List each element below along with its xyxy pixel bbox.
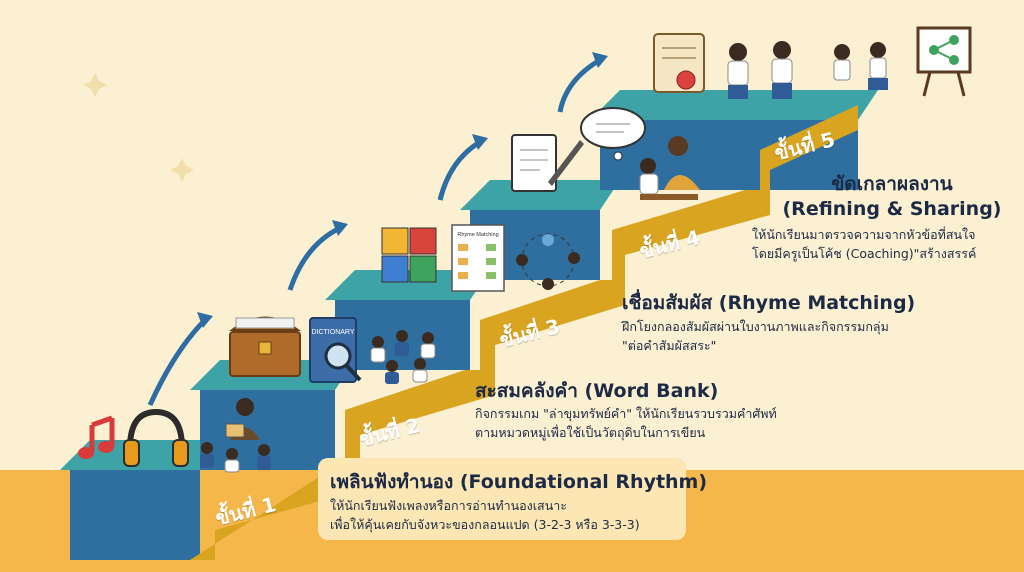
stair-tread-3 — [325, 270, 490, 300]
ornament-star-2 — [170, 158, 194, 182]
dictionary-label: DICTIONARY — [311, 329, 354, 336]
stairs — [60, 90, 878, 560]
progress-arrow-4 — [557, 57, 602, 113]
step1-desc-line-2: เพื่อให้คุ้นเคยกับจังหวะของกลอนแปด (3-2-… — [330, 517, 640, 532]
step2-desc-line-2: ตามหมวดหมู่เพื่อใช้เป็นวัตถุดิบในการเขีย… — [475, 425, 706, 440]
arrowhead-2 — [332, 220, 348, 236]
treasure-chest-icon — [229, 316, 301, 377]
students-group-icon — [370, 330, 436, 384]
progress-arrow-3 — [437, 139, 482, 201]
step-illustrations: DICTIONARY Rhyme Matching — [78, 26, 972, 473]
headphones-icon — [123, 408, 189, 467]
share-board-icon — [916, 26, 972, 97]
students-sharing-icon — [833, 42, 888, 90]
step1-title: เพลินฟังทำนอง (Foundational Rhythm) — [330, 471, 708, 493]
step5-title-en: (Refining & Sharing) — [782, 198, 1002, 220]
stair-tread-4 — [460, 180, 620, 210]
step1-text-box — [318, 458, 686, 540]
step3-title: เชื่อมสัมผัส (Rhyme Matching) — [622, 292, 916, 314]
worksheet-icon: Rhyme Matching — [451, 224, 505, 292]
step3-desc-line-1: ฝึกโยงกลองสัมผัสผ่านใบงานภาพและกิจกรรมกล… — [622, 319, 889, 334]
step5-title: ขัดเกลาผลงาน — [831, 173, 953, 195]
progress-arrow-1 — [147, 318, 207, 407]
thought-bubble-icon — [580, 107, 646, 161]
progress-arrow-2 — [287, 225, 342, 291]
step2-desc-line-1: กิจกรรมเกม "ล่าขุมทรัพย์คำ" ให้นักเรียนร… — [475, 406, 777, 421]
puzzle-icon — [381, 227, 437, 283]
arrowhead-1 — [197, 312, 213, 328]
step3-desc-line-2: "ต่อคำสัมผัสสระ" — [622, 338, 717, 353]
step1-desc-line-1: ให้นักเรียนฟังเพลงหรือการอ่านทำนองเสนาะ — [330, 498, 567, 513]
certificate-scroll-icon — [653, 33, 705, 93]
teacher-reading-students-icon — [200, 398, 271, 473]
students-presenting-icon — [727, 41, 793, 99]
stair-tread-5 — [590, 90, 878, 120]
arrowhead-4 — [592, 52, 608, 68]
step5-desc-line-1: ให้นักเรียนมาตรวจความจากหัวข้อที่สนใจ — [752, 227, 976, 242]
notebook-pen-icon — [511, 134, 584, 192]
teacher-coaching-icon — [639, 136, 700, 200]
music-note-icon — [78, 415, 115, 459]
arrowhead-3 — [472, 134, 488, 150]
stair-riser-1 — [70, 470, 200, 560]
step5-desc-line-2: โดยมีครูเป็นโค้ช (Coaching)"สร้างสรรค์ — [752, 246, 977, 261]
stair-side-band — [190, 105, 858, 560]
step2-title: สะสมคลังคำ (Word Bank) — [475, 380, 719, 402]
circle-group-icon — [516, 233, 580, 290]
worksheet-title: Rhyme Matching — [457, 232, 498, 238]
dictionary-icon: DICTIONARY — [309, 317, 362, 383]
ornament-star-1 — [83, 73, 107, 97]
progress-arrows — [147, 52, 608, 407]
